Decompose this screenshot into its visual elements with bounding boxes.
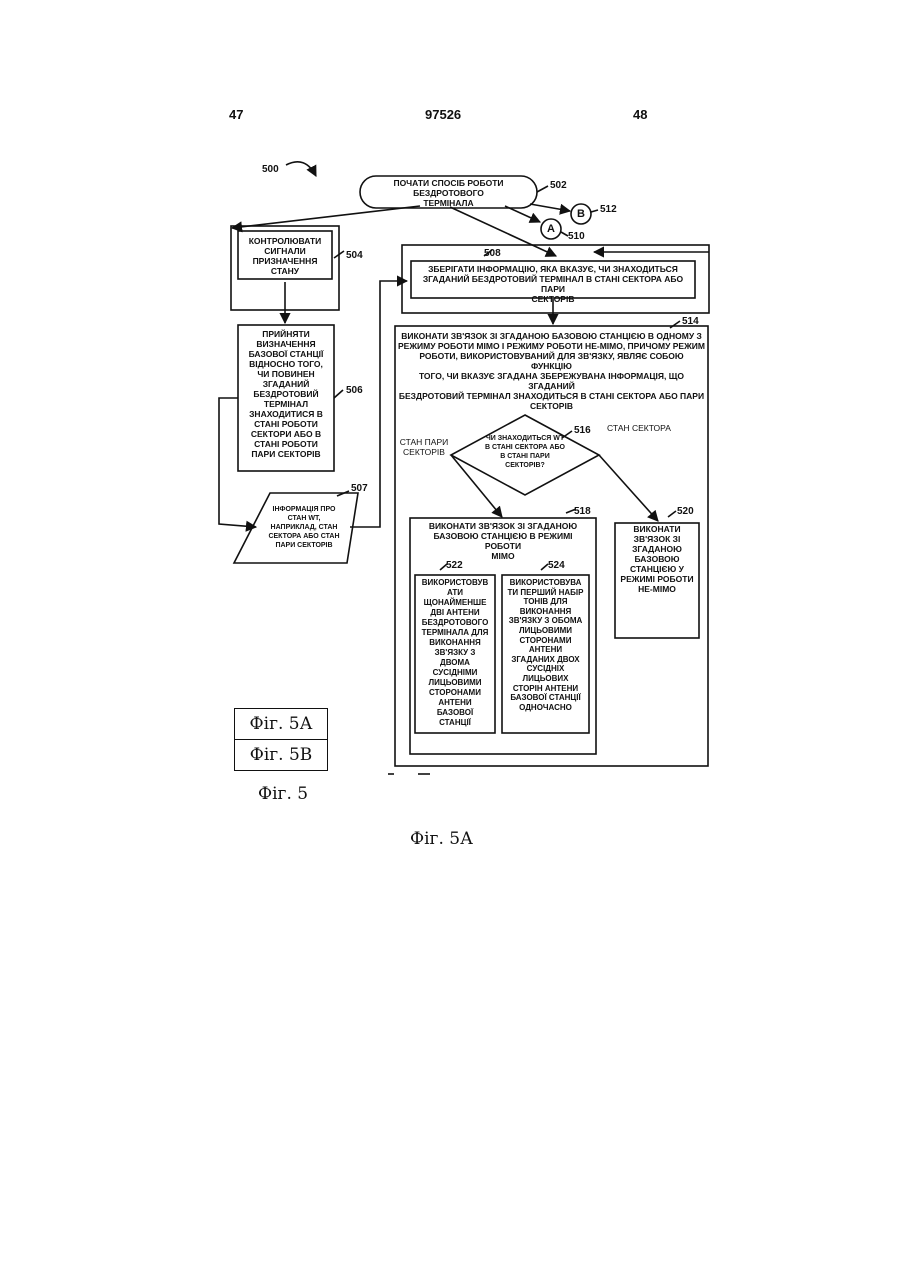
figure-ref-number: 500: [262, 164, 279, 175]
legend-fig-5a: Фіг. 5А: [234, 708, 328, 740]
tones-text: ВИКОРИСТОВУВА ТИ ПЕРШИЙ НАБІР ТОНІВ ДЛЯ …: [502, 578, 589, 712]
ref-512: 512: [600, 204, 617, 215]
non-mimo-text: ВИКОНАТИ ЗВ'ЯЗОК ЗІ ЗГАДАНОЮ БАЗОВОЮ СТА…: [615, 524, 699, 594]
receive-text: ПРИЙНЯТИ ВИЗНАЧЕННЯ БАЗОВОЇ СТАНЦІЇ ВІДН…: [238, 329, 334, 459]
antennas-text: ВИКОРИСТОВУВ АТИ ЩОНАЙМЕНШЕ ДВІ АНТЕНИ Б…: [415, 578, 495, 728]
branch-sector-label: СТАН СЕКТОРА: [604, 423, 674, 433]
start-text: ПОЧАТИ СПОСІБ РОБОТИ БЕЗДРОТОВОГО ТЕРМІН…: [362, 178, 535, 208]
mimo-text: ВИКОНАТИ ЗВ'ЯЗОК ЗІ ЗГАДАНОЮ БАЗОВОЮ СТА…: [418, 521, 588, 561]
ref-506: 506: [346, 385, 363, 396]
ref-508: 508: [484, 248, 501, 259]
ref-520: 520: [677, 506, 694, 517]
monitor-text: КОНТРОЛЮВАТИ СИГНАЛИ ПРИЗНАЧЕННЯ СТАНУ: [238, 236, 332, 276]
store-text: ЗБЕРІГАТИ ІНФОРМАЦІЮ, ЯКА ВКАЗУЄ, ЧИ ЗНА…: [411, 264, 695, 304]
ref-514: 514: [682, 316, 699, 327]
legend-fig-5: Фіг. 5: [258, 784, 308, 804]
ref-510: 510: [568, 231, 585, 242]
ref-504: 504: [346, 250, 363, 261]
ref-502: 502: [550, 180, 567, 191]
ref-507: 507: [351, 483, 368, 494]
ref-524: 524: [548, 560, 565, 571]
figure-ref-arrow: [286, 162, 316, 176]
connector-a-label: A: [541, 219, 561, 239]
ref-522: 522: [446, 560, 463, 571]
decision-text: ЧИ ЗНАХОДИТЬСЯ WT В СТАНІ СЕКТОРА АБО В …: [472, 434, 578, 470]
branch-pair-label: СТАН ПАРИ СЕКТОРІВ: [396, 437, 452, 457]
info-text: ІНФОРМАЦІЯ ПРО СТАН WT, НАПРИКЛАД, СТАН …: [252, 505, 356, 550]
communicate-text: ВИКОНАТИ ЗВ'ЯЗОК ЗІ ЗГАДАНОЮ БАЗОВОЮ СТА…: [398, 331, 705, 411]
connector-b-label: B: [571, 204, 591, 224]
legend-fig-5b: Фіг. 5В: [234, 739, 328, 771]
figure-caption: Фіг. 5А: [410, 829, 473, 849]
ref-518: 518: [574, 506, 591, 517]
